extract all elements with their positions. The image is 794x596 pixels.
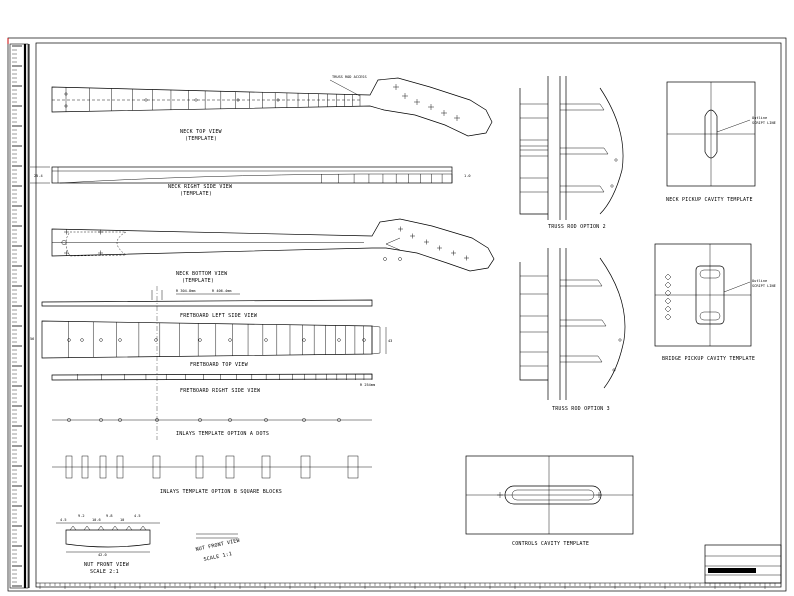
- svg-text:1.0: 1.0: [464, 174, 471, 178]
- label-inlay-a: INLAYS TEMPLATE OPTION A DOTS: [176, 431, 269, 437]
- label-nut-front-scale: SCALE 2:1: [90, 569, 119, 575]
- label-neck-right-side-sub: (TEMPLATE): [180, 191, 212, 197]
- neck-bottom-view: NECK BOTTOM VIEW (TEMPLATE): [51, 218, 495, 284]
- left-ruler: [9, 43, 30, 589]
- svg-text:Outline: Outline: [752, 116, 767, 120]
- bridge-pickup-cavity: Outline SCRIPT LINE BRIDGE PICKUP CAVITY…: [654, 243, 776, 362]
- label-nut-front-2-scale: SCALE 1:1: [203, 551, 233, 563]
- label-nut-front: NUT FRONT VIEW: [84, 562, 130, 568]
- label-nut-front-2: NUT FRONT VIEW: [195, 538, 241, 553]
- inlay-option-b: INLAYS TEMPLATE OPTION B SQUARE BLOCKS: [52, 455, 372, 495]
- neck-pickup-cavity: Outline SCRIPT LINE NECK PICKUP CAVITY T…: [666, 81, 776, 203]
- title-block: [704, 544, 782, 584]
- label-fretboard-top: FRETBOARD TOP VIEW: [190, 362, 249, 368]
- label-truss-opt3: TRUSS ROD OPTION 3: [552, 406, 610, 412]
- fretboard-top-view: 43 56 FRETBOARD TOP VIEW: [30, 320, 392, 368]
- label-bridge-pickup: BRIDGE PICKUP CAVITY TEMPLATE: [662, 356, 755, 362]
- svg-text:TRUSS ROD ACCESS: TRUSS ROD ACCESS: [332, 75, 367, 79]
- svg-text:10.6: 10.6: [92, 518, 101, 522]
- label-fretboard-left: FRETBOARD LEFT SIDE VIEW: [180, 313, 258, 319]
- bottom-ticks: [39, 583, 776, 589]
- label-neck-top: NECK TOP VIEW: [180, 129, 223, 135]
- svg-text:42.0: 42.0: [98, 553, 107, 557]
- svg-text:R 254mm: R 254mm: [360, 383, 375, 387]
- svg-text:4.5: 4.5: [134, 514, 141, 518]
- svg-text:56: 56: [30, 337, 34, 341]
- fb-dots: [67, 338, 366, 342]
- svg-text:9.2: 9.2: [78, 514, 85, 518]
- label-neck-bottom: NECK BOTTOM VIEW: [176, 271, 228, 277]
- svg-text:SCRIPT LINE: SCRIPT LINE: [752, 121, 776, 125]
- nt-tuner-holes: [393, 84, 460, 121]
- fretboard-right-view: R 254mm FRETBOARD RIGHT SIDE VIEW: [51, 373, 375, 394]
- svg-text:SCRIPT LINE: SCRIPT LINE: [752, 284, 776, 288]
- label-neck-pickup: NECK PICKUP CAVITY TEMPLATE: [666, 197, 753, 203]
- svg-text:10: 10: [120, 518, 124, 522]
- controls-cavity: CONTROLS CAVITY TEMPLATE: [465, 455, 634, 547]
- bottom-ruler: [36, 582, 781, 589]
- ruler-ticks: [12, 45, 22, 587]
- svg-text:25.4: 25.4: [34, 174, 43, 178]
- svg-text:9.8: 9.8: [106, 514, 113, 518]
- label-inlay-b: INLAYS TEMPLATE OPTION B SQUARE BLOCKS: [160, 489, 282, 495]
- label-controls: CONTROLS CAVITY TEMPLATE: [512, 541, 589, 547]
- label-neck-right-side: NECK RIGHT SIDE VIEW: [168, 184, 233, 190]
- neck-right-side-view: 25.4 1.0 NECK RIGHT SIDE VIEW (TEMPLATE): [30, 166, 471, 197]
- svg-text:4.5: 4.5: [60, 518, 67, 522]
- svg-text:R 406.4mm: R 406.4mm: [212, 289, 231, 293]
- inlay-option-a: INLAYS TEMPLATE OPTION A DOTS: [52, 418, 372, 437]
- label-neck-top-sub: (TEMPLATE): [185, 136, 217, 142]
- svg-text:Outline: Outline: [752, 279, 767, 283]
- nut-front-view-1to1: NUT FRONT VIEW SCALE 1:1: [195, 533, 241, 563]
- truss-rod-option-3: TRUSS ROD OPTION 3: [519, 248, 626, 412]
- svg-text:R 304.8mm: R 304.8mm: [176, 289, 195, 293]
- label-truss-opt2: TRUSS ROD OPTION 2: [548, 224, 606, 230]
- sheet-border: [7, 37, 787, 592]
- truss-rod-option-2: TRUSS ROD OPTION 2: [519, 76, 624, 230]
- nut-front-view-2to1: 4.5 9.2 10.6 9.8 10 4.5 42.0 NUT FRONT VIEW…: [56, 514, 160, 575]
- label-fretboard-right: FRETBOARD RIGHT SIDE VIEW: [180, 388, 261, 394]
- svg-text:43: 43: [388, 339, 392, 343]
- fretboard-left-view: R 304.8mm R 406.4mm FRETBOARD LEFT SIDE …: [41, 289, 373, 319]
- label-neck-bottom-sub: (TEMPLATE): [182, 278, 214, 284]
- nt-dots: [64, 92, 280, 108]
- neck-top-view: TRUSS ROD ACCESS NECK TOP VIEW (TEMPLATE…: [51, 75, 493, 142]
